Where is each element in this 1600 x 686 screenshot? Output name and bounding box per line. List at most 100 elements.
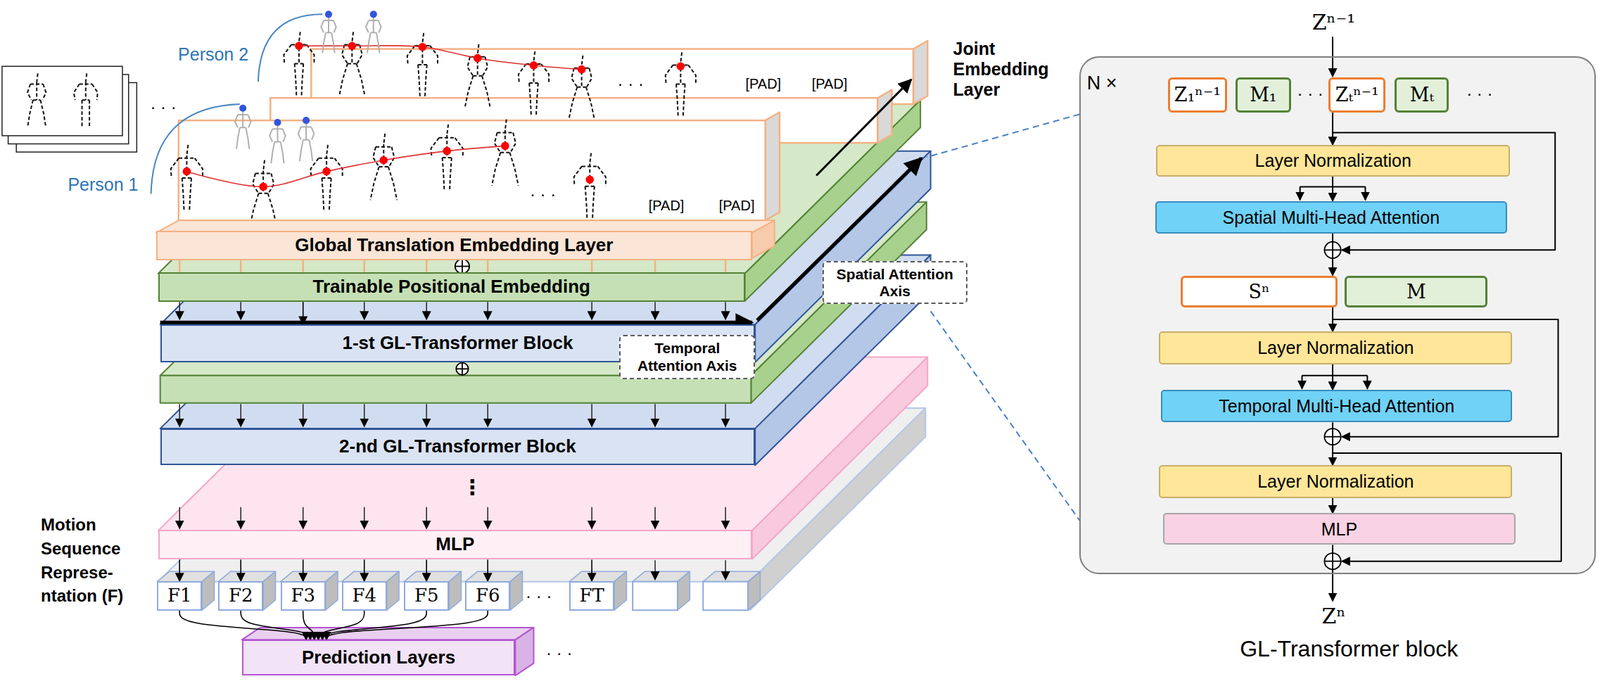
axis-label: Motion Sequence Represe- ntation (F)	[40, 512, 157, 608]
temporal-axis-arrow	[160, 320, 753, 325]
prediction-slab: Prediction Layers	[242, 639, 516, 676]
cube-side-face	[510, 571, 523, 611]
person-bracket	[151, 104, 240, 195]
root-joint	[418, 42, 428, 52]
skeleton-bone	[585, 186, 588, 220]
slab-front-face	[160, 375, 752, 404]
ellipsis: · · ·	[617, 73, 644, 94]
flow-arrow	[654, 301, 656, 320]
skeleton-bone	[294, 62, 304, 65]
connector-arrow	[179, 610, 307, 640]
plus-symbol	[461, 258, 463, 273]
skeleton-bone	[529, 83, 532, 115]
skeleton-bone	[477, 44, 480, 55]
skeleton-bone	[236, 127, 240, 149]
embedding-tick	[724, 258, 727, 273]
skeleton-bone	[378, 20, 382, 33]
skeleton-bone	[276, 127, 278, 143]
padding-token: [PAD]	[745, 75, 782, 92]
skeleton-bone	[589, 153, 592, 164]
skeleton-bone	[431, 137, 440, 158]
connector-arrow	[322, 610, 427, 640]
slab-side-face	[515, 627, 534, 676]
flow-arrow	[1364, 186, 1366, 200]
flow-arrow	[724, 301, 727, 320]
node-label: F4	[351, 585, 377, 607]
node-label: Global Translation Embedding Layer	[294, 235, 613, 257]
skeleton-bone	[357, 44, 363, 64]
flow-arrow	[1301, 375, 1304, 390]
embedding-tick	[591, 258, 594, 273]
leader-arrow	[816, 79, 912, 176]
skeleton-bone	[571, 68, 577, 88]
connector-arrow	[425, 559, 428, 582]
skeleton-bone	[92, 84, 98, 101]
flow-arrow	[724, 560, 727, 580]
skeleton-bone	[389, 147, 395, 167]
skeleton-bone	[327, 18, 330, 34]
skeleton-bone	[331, 32, 335, 53]
zoom-guide	[930, 310, 1081, 520]
skeleton-bone	[245, 127, 250, 149]
skeleton-bone	[252, 173, 259, 194]
cube-side-face	[677, 571, 690, 611]
connector-arrow	[363, 559, 366, 582]
skeleton-bone	[449, 157, 452, 191]
skeleton-bone	[247, 114, 251, 128]
skeleton-bone	[446, 124, 449, 136]
flow-arrow	[178, 403, 181, 427]
mlp-box: MLP	[1163, 512, 1515, 545]
connector-arrow	[303, 610, 315, 640]
skeleton-bone	[298, 126, 302, 140]
cube-side-face	[448, 571, 461, 611]
skeleton-bone	[239, 126, 247, 129]
skeleton-bone	[321, 177, 331, 179]
connector-arrow	[302, 559, 304, 582]
node-label: F3	[290, 585, 316, 607]
flow-arrow	[654, 403, 656, 427]
skeleton-bone	[263, 160, 265, 171]
node-label: F6	[475, 585, 501, 607]
skeleton-bone	[341, 44, 348, 64]
flow-arrow	[240, 507, 243, 529]
skeleton-bone	[182, 177, 192, 179]
skeleton-bone	[585, 185, 595, 188]
flow-arrow	[654, 560, 656, 580]
skeleton-bone	[388, 166, 397, 200]
skeleton-bone	[676, 83, 679, 116]
node-label: Spatial Attention Axis	[829, 265, 961, 300]
ellipsis: · · ·	[1466, 84, 1493, 105]
flow-arrow	[724, 507, 727, 529]
embedding-tick	[178, 258, 181, 273]
flow-arrow	[178, 507, 181, 529]
slab-side-face	[752, 220, 775, 259]
callout-label: Joint Embedding Layer	[953, 38, 1066, 100]
skeleton-bone	[85, 81, 87, 100]
connector-arrow	[591, 559, 593, 582]
pose-sheet	[178, 120, 766, 221]
skeleton-bone	[592, 186, 595, 220]
cube-side-face	[614, 571, 627, 611]
skeleton-bone	[510, 132, 516, 153]
skeleton-bone	[280, 142, 285, 164]
skeleton-bone	[325, 31, 332, 34]
skeleton-bone	[36, 73, 38, 82]
norm-box: Layer Normalization	[1156, 144, 1510, 177]
cube-side-face	[201, 571, 214, 611]
skeleton-bone	[27, 84, 32, 101]
connector-arrow	[486, 559, 489, 582]
skeleton-bone	[189, 178, 192, 212]
flow-arrow	[240, 403, 243, 427]
connector-arrow	[1331, 422, 1334, 466]
head-joint	[239, 104, 247, 112]
skeleton-bone	[283, 44, 292, 64]
padding-token: [PAD]	[719, 197, 755, 214]
skeleton-bone	[509, 152, 518, 186]
flow-arrow	[591, 301, 593, 320]
embedding-tick	[654, 258, 657, 273]
skeleton-bone	[274, 141, 281, 143]
skeleton-bone	[33, 99, 41, 101]
skeleton-bone	[680, 52, 682, 62]
head-joint	[302, 116, 310, 124]
skeleton-bone	[305, 125, 307, 141]
